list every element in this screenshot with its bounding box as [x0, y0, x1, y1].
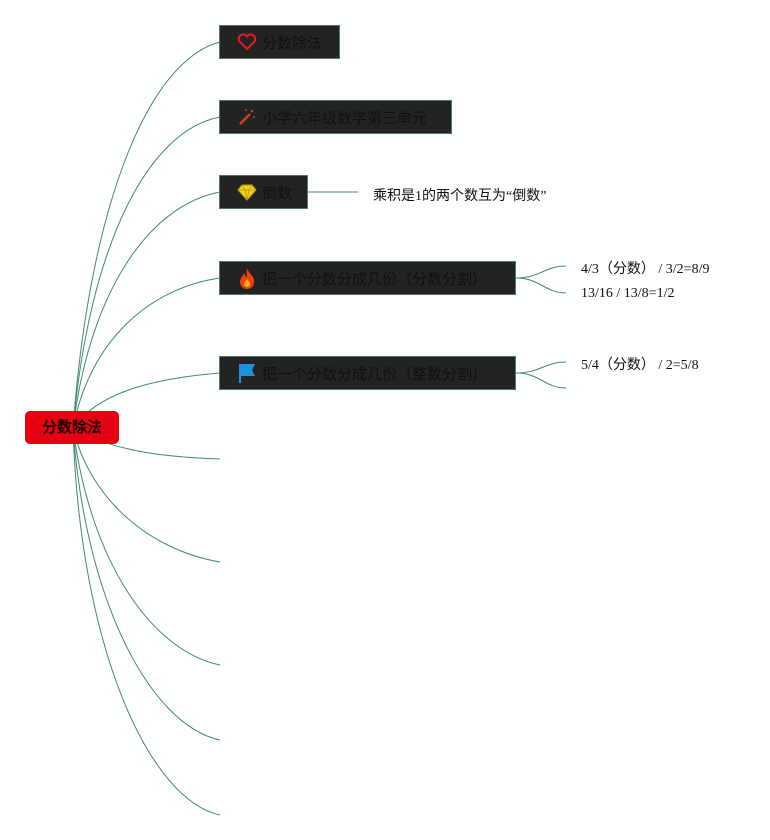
topic-integer-split[interactable]: 把一个分数分成几份（整数分割） — [219, 356, 516, 390]
diamond-icon — [236, 181, 258, 203]
magic-wand-icon — [236, 106, 258, 128]
topic-label: 分数除法 — [262, 33, 323, 52]
connector-note-4b — [515, 277, 567, 294]
root-topic[interactable]: 分数除法 — [25, 411, 119, 444]
connector-empty-2 — [72, 427, 221, 563]
heart-icon — [236, 31, 258, 53]
note-integer-split-1[interactable]: 5/4（分数） / 2=5/8 — [581, 358, 699, 373]
connector-note-4a — [515, 265, 567, 279]
note-fraction-split-2[interactable]: 13/16 / 13/8=1/2 — [581, 286, 675, 301]
fire-icon — [236, 267, 258, 289]
topic-label: 把一个分数分成几份（整数分割） — [262, 364, 488, 383]
connector-empty-3 — [72, 427, 221, 666]
connector-empty-4 — [72, 427, 221, 741]
note-reciprocal-definition[interactable]: 乘积是1的两个数互为“倒数” — [373, 189, 547, 204]
topic-fraction-division[interactable]: 分数除法 — [219, 25, 340, 59]
topic-label: 倒数 — [262, 183, 293, 202]
topic-fraction-split[interactable]: 把一个分数分成几份（分数分割） — [219, 261, 516, 295]
connector-topic-1 — [72, 41, 221, 429]
topic-label: 把一个分数分成几份（分数分割） — [262, 269, 488, 288]
connector-topic-4 — [72, 277, 221, 429]
topic-grade6-unit3[interactable]: 小学六年级数学第三单元 — [219, 100, 452, 134]
connector-topic-2 — [72, 116, 221, 429]
flag-icon — [236, 362, 258, 384]
topic-reciprocal[interactable]: 倒数 — [219, 175, 308, 209]
topic-label: 小学六年级数学第三单元 — [262, 108, 428, 127]
connector-topic-3 — [72, 191, 221, 429]
connector-note-5b — [515, 372, 567, 389]
connector-empty-5 — [72, 427, 221, 816]
note-fraction-split-1[interactable]: 4/3（分数） / 3/2=8/9 — [581, 262, 710, 277]
connector-note-5a — [515, 361, 567, 374]
